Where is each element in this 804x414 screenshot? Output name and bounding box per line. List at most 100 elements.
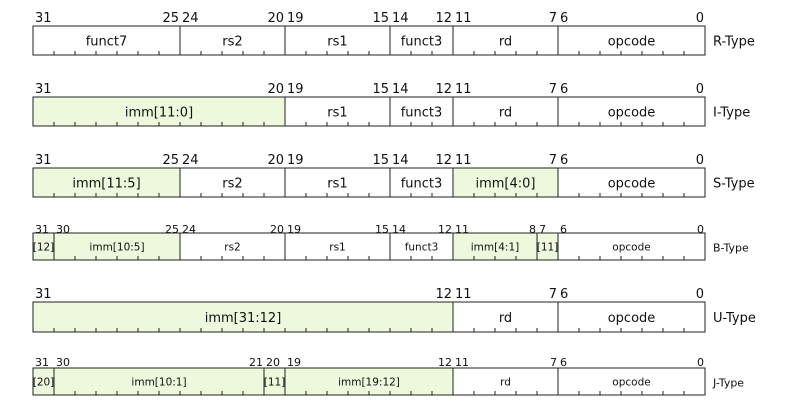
bit-number: 7 xyxy=(549,287,557,302)
bit-number: 7 xyxy=(549,153,557,168)
bit-number: 6 xyxy=(560,287,568,302)
bit-number: 15 xyxy=(372,11,389,26)
bit-number: 31 xyxy=(35,153,52,168)
bit-number: 7 xyxy=(549,82,557,97)
field-label: rs1 xyxy=(327,177,347,192)
field-box-rs1 xyxy=(284,25,391,56)
field-label: imm[31:12] xyxy=(205,311,282,326)
bit-number: 7 xyxy=(539,223,546,236)
field-box-imm-11-5 xyxy=(32,167,181,198)
field-label: imm[19:12] xyxy=(338,377,400,389)
bit-number: 12 xyxy=(435,153,452,168)
bit-number: 0 xyxy=(696,11,704,26)
field-box-imm-4-1 xyxy=(452,232,538,261)
field-box-rd xyxy=(452,96,559,127)
bit-number: 12 xyxy=(438,223,452,236)
field-label: rd xyxy=(499,311,512,326)
bit-number: 14 xyxy=(392,223,406,236)
bit-number: 19 xyxy=(287,11,304,26)
field-label: imm[10:1] xyxy=(131,377,186,389)
bit-number: 30 xyxy=(56,356,70,369)
bit-number: 0 xyxy=(696,153,704,168)
bit-number: 11 xyxy=(455,287,472,302)
field-label: [12] xyxy=(33,242,55,254)
field-box-imm-11-0 xyxy=(32,96,286,127)
bit-number: 20 xyxy=(267,11,284,26)
field-box-rd xyxy=(452,367,559,396)
bit-number: 19 xyxy=(287,356,301,369)
field-label: [11] xyxy=(264,377,286,389)
bit-number: 0 xyxy=(696,82,704,97)
field-box-imm-10-5 xyxy=(53,232,181,261)
field-label: imm[4:1] xyxy=(471,242,519,254)
field-label: [11] xyxy=(537,242,559,254)
bit-number: 11 xyxy=(455,356,469,369)
bit-number: 20 xyxy=(270,223,284,236)
field-label: opcode xyxy=(612,242,650,254)
bit-number: 15 xyxy=(375,223,389,236)
bit-number: 6 xyxy=(560,356,567,369)
bit-number: 20 xyxy=(267,153,284,168)
field-label: funct3 xyxy=(401,177,443,192)
field-label: funct7 xyxy=(86,35,128,50)
bit-number: 19 xyxy=(287,223,301,236)
format-type-label: U-Type xyxy=(713,311,756,326)
bit-number: 6 xyxy=(560,223,567,236)
bit-number: 20 xyxy=(267,82,284,97)
bit-number: 31 xyxy=(35,223,49,236)
bit-number: 6 xyxy=(560,153,568,168)
field-label: opcode xyxy=(608,35,656,50)
format-type-label: B-Type xyxy=(713,242,749,255)
bit-number: 14 xyxy=(392,11,409,26)
field-label: opcode xyxy=(612,377,650,389)
field-label: rs2 xyxy=(224,242,240,254)
bit-number: 21 xyxy=(249,356,263,369)
field-box-funct7 xyxy=(32,25,181,56)
bit-number: 11 xyxy=(455,153,472,168)
bit-number: 31 xyxy=(35,11,52,26)
field-label: funct3 xyxy=(401,35,443,50)
bit-number: 31 xyxy=(35,287,52,302)
field-box-opcode xyxy=(557,96,706,127)
bit-number: 6 xyxy=(560,82,568,97)
bit-number: 19 xyxy=(287,153,304,168)
field-label: imm[4:0] xyxy=(475,177,535,192)
format-type-label: S-Type xyxy=(713,177,755,192)
field-box-opcode xyxy=(557,367,706,396)
bit-number: 11 xyxy=(455,223,469,236)
bit-number: 0 xyxy=(697,356,704,369)
bit-number: 8 xyxy=(529,223,536,236)
field-label: rs1 xyxy=(329,242,345,254)
field-box-rs1 xyxy=(284,167,391,198)
bit-number: 24 xyxy=(182,223,196,236)
field-label: rs1 xyxy=(327,35,347,50)
field-box-funct3 xyxy=(389,167,454,198)
field-box-rs2 xyxy=(179,25,286,56)
bit-number: 24 xyxy=(182,11,199,26)
field-label: opcode xyxy=(608,311,656,326)
field-box-rd xyxy=(452,301,559,333)
bit-number: 12 xyxy=(435,11,452,26)
field-label: rd xyxy=(499,106,512,121)
field-label: opcode xyxy=(608,177,656,192)
bit-number: 20 xyxy=(266,356,280,369)
field-label: rs1 xyxy=(327,106,347,121)
bit-number: 0 xyxy=(696,287,704,302)
field-box-rs1 xyxy=(284,232,391,261)
bit-number: 25 xyxy=(162,11,179,26)
format-type-label: I-Type xyxy=(713,106,750,121)
bit-number: 14 xyxy=(392,82,409,97)
bit-number: 6 xyxy=(560,11,568,26)
field-box-imm-4-0 xyxy=(452,167,559,198)
field-label: opcode xyxy=(608,106,656,121)
bit-number: 31 xyxy=(35,82,52,97)
bit-number: 24 xyxy=(182,153,199,168)
field-label: rd xyxy=(500,377,511,389)
field-label: [20] xyxy=(33,377,55,389)
bit-number: 7 xyxy=(550,356,557,369)
field-box-funct3 xyxy=(389,232,454,261)
